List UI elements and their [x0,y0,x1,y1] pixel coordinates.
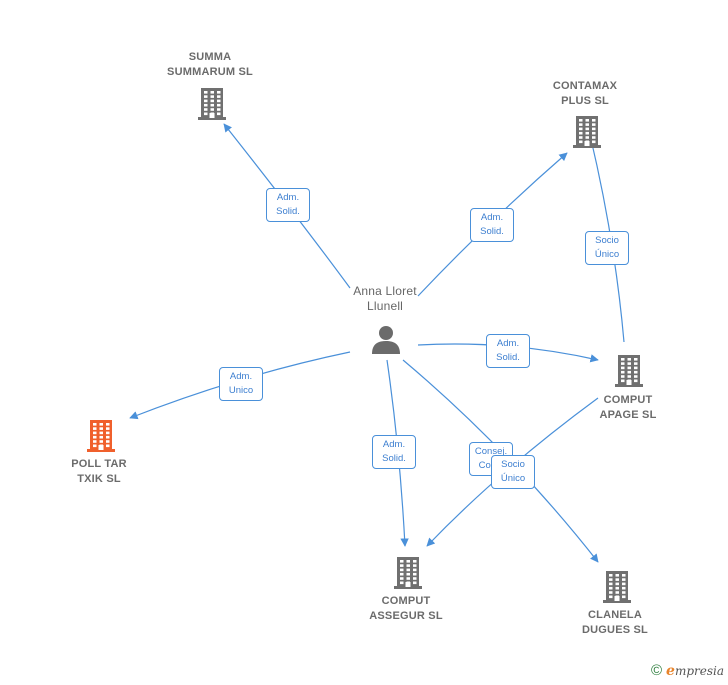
brand-logo: empresia [666,662,724,679]
edge-label-apage[interactable]: Adm. Solid. [486,334,530,368]
footer-brand: © empresia [651,662,724,679]
company-name-polltar: POLL TAR TXIK SL [71,458,127,485]
edge-label-summa[interactable]: Adm. Solid. [266,188,310,222]
person-icon[interactable] [370,324,402,356]
edge-label-socio-assegur[interactable]: Socio Único [491,455,535,489]
building-icon[interactable] [614,353,644,387]
building-icon[interactable] [572,114,602,148]
building-icon[interactable] [393,555,423,589]
edge-label-contamax[interactable]: Adm. Solid. [470,208,514,242]
person-name: Anna Lloret Llunell [353,284,417,313]
edge-label-assegur[interactable]: Adm. Solid. [372,435,416,469]
company-name-assegur: COMPUT ASSEGUR SL [369,595,443,622]
company-name-contamax: CONTAMAX PLUS SL [552,80,618,107]
company-name-clanela: CLANELA DUGUES SL [582,609,648,636]
edge-label-polltar[interactable]: Adm. Unico [219,367,263,401]
company-name-summa: SUMMA SUMMARUM SL [167,51,253,78]
copyright-symbol: © [650,662,663,679]
building-icon[interactable] [86,418,116,452]
building-icon[interactable] [197,86,227,120]
building-icon[interactable] [602,569,632,603]
company-name-apage: COMPUT APAGE SL [599,394,657,421]
edge-label-socio-contamax[interactable]: Socio Único [585,231,629,265]
